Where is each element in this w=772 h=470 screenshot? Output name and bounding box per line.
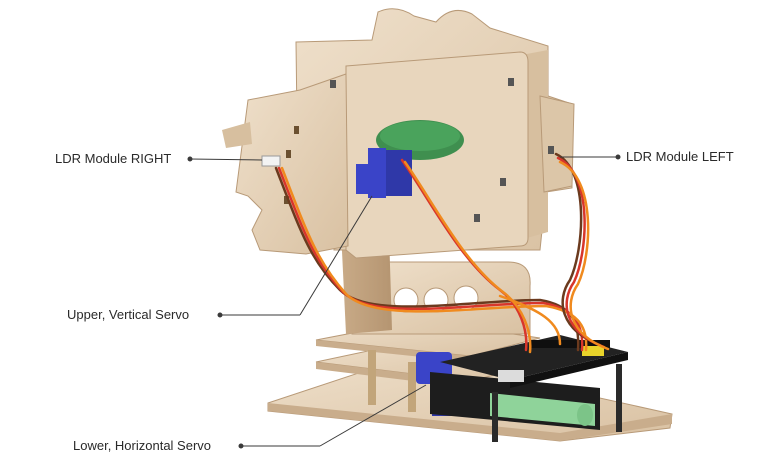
- callout-dot-lower-servo: [238, 443, 244, 449]
- callout-dot-upper-servo: [217, 312, 223, 318]
- upper-vertical-servo: [356, 148, 412, 198]
- callout-line-ldr-right: [189, 158, 263, 161]
- screws: [330, 78, 554, 222]
- label-upper-vertical-servo: Upper, Vertical Servo: [67, 307, 190, 322]
- label-ldr-module-left: LDR Module LEFT: [626, 149, 734, 164]
- spacers: [368, 350, 416, 412]
- label-ldr-module-right: LDR Module RIGHT: [55, 151, 172, 166]
- callout-lines: [187, 154, 621, 449]
- callout-dot-ldr-left: [615, 154, 621, 160]
- callout-line-lower-servo-diag: [319, 384, 427, 447]
- ldr-right-wing: [222, 73, 349, 255]
- wires: [274, 152, 610, 354]
- battery-holder: [430, 372, 600, 430]
- ldr-left-wing: [539, 95, 575, 193]
- callout-dot-ldr-right: [187, 156, 193, 162]
- callout-line-upper-servo-diag: [299, 195, 373, 316]
- label-lower-horizontal-servo: Lower, Horizontal Servo: [73, 438, 212, 453]
